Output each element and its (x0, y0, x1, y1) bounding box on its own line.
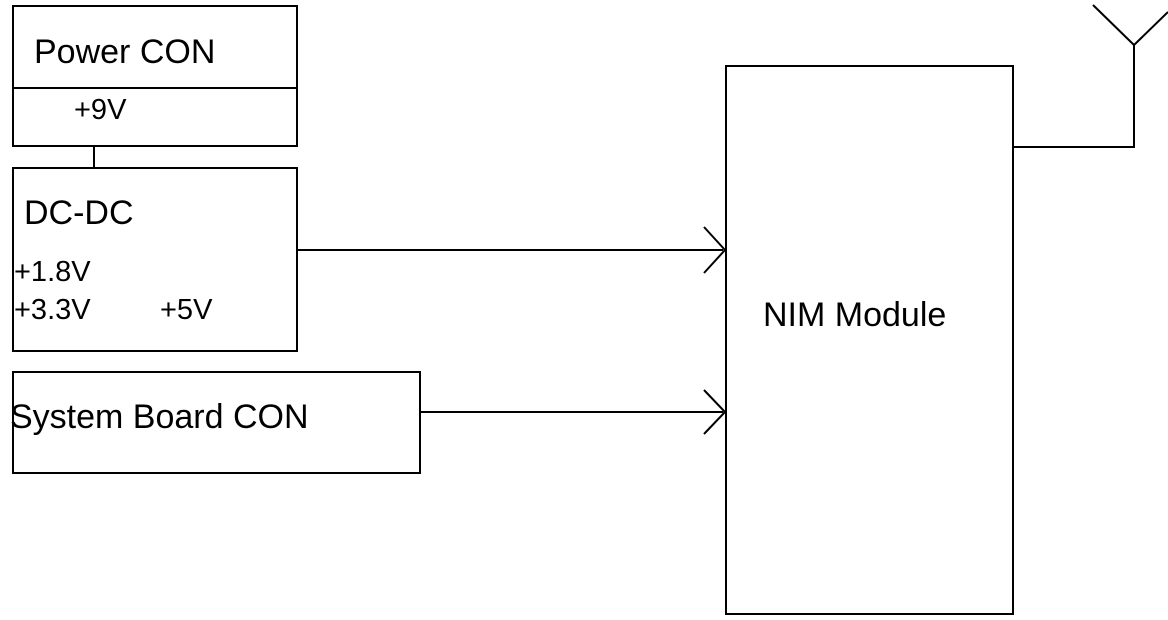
antenna-icon (1092, 4, 1168, 46)
dcdc-title: DC-DC (24, 194, 134, 232)
system-board-con-title: System Board CON (10, 398, 309, 436)
dcdc-voltage-5v: +5V (160, 294, 213, 326)
power-con-divider (14, 87, 296, 89)
system-board-con-block (12, 371, 421, 474)
dcdc-block (12, 167, 298, 352)
nim-module-title: NIM Module (763, 296, 947, 334)
nim-to-antenna-line (1014, 45, 1135, 148)
dcdc-voltage-1v8: +1.8V (14, 256, 91, 288)
nim-module-block (725, 65, 1014, 615)
power-con-block (12, 5, 298, 147)
power-con-voltage: +9V (74, 94, 127, 126)
power-con-title: Power CON (34, 33, 216, 71)
dcdc-voltage-3v3: +3.3V (14, 294, 91, 326)
